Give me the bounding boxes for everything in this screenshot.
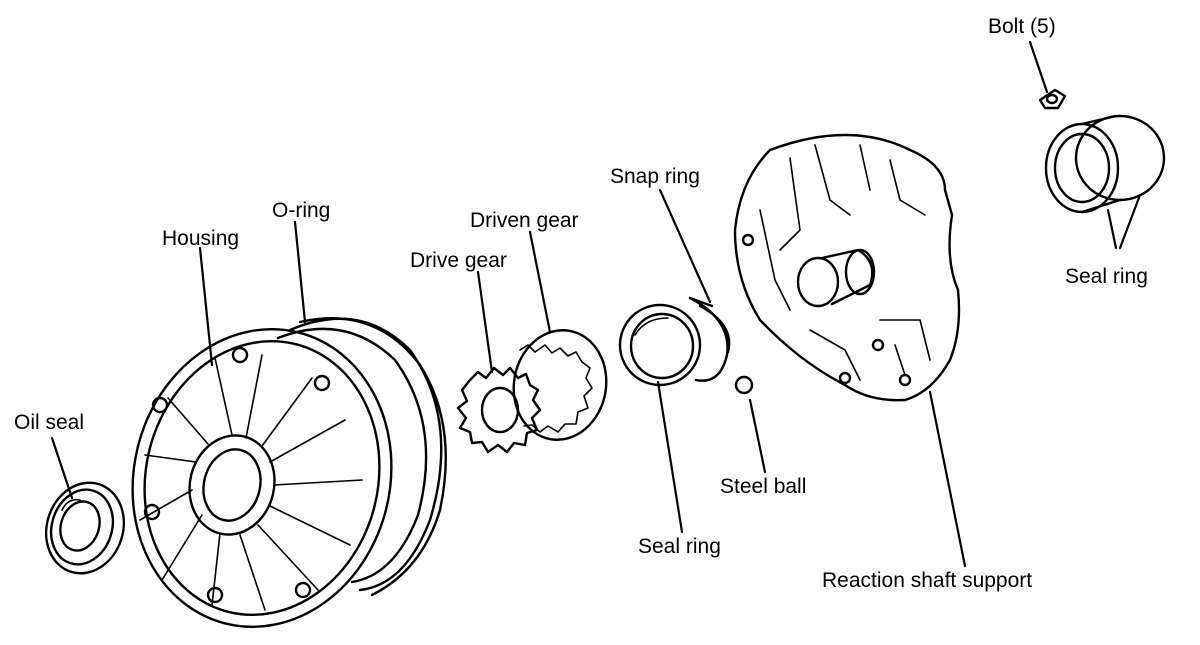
steel-ball-part <box>734 375 754 395</box>
leader-o-ring <box>293 220 307 324</box>
snap-ring-part <box>688 296 731 382</box>
drive-gear-part <box>456 366 542 454</box>
label-drive-gear: Drive gear <box>410 249 507 272</box>
leader-seal-ring-bottom <box>656 380 684 534</box>
leader-seal-ring-top-b <box>1118 193 1142 250</box>
label-bolt: Bolt (5) <box>988 15 1056 38</box>
leader-oil-seal <box>50 436 74 500</box>
leader-drive-gear <box>476 270 494 374</box>
o-ring-part <box>298 317 447 597</box>
label-housing: Housing <box>162 227 240 250</box>
leader-snap-ring <box>658 188 712 304</box>
leader-seal-ring-top-a <box>1106 208 1118 250</box>
seal-ring-lower-part <box>618 303 702 387</box>
leader-driven-gear <box>528 230 552 334</box>
bolt-part <box>1038 88 1067 110</box>
driven-gear-part <box>512 329 608 441</box>
leader-bolt <box>1028 40 1049 94</box>
seal-ring-upper-part <box>1044 114 1166 214</box>
housing-part <box>131 317 443 629</box>
reaction-shaft-support-part <box>733 133 961 402</box>
leader-lines <box>50 40 1142 568</box>
label-reaction-shaft-support: Reaction shaft support <box>822 569 1033 592</box>
leader-steel-ball <box>748 398 767 474</box>
leader-housing <box>198 246 214 367</box>
label-o-ring: O-ring <box>272 199 331 222</box>
leader-reaction-shaft-support <box>928 390 967 568</box>
oil-seal-part <box>44 481 126 575</box>
label-snap-ring: Snap ring <box>610 165 700 188</box>
label-oil-seal: Oil seal <box>14 411 85 434</box>
label-seal-ring-top: Seal ring <box>1065 265 1148 288</box>
label-steel-ball: Steel ball <box>720 475 807 498</box>
label-driven-gear: Driven gear <box>470 209 579 232</box>
label-seal-ring-bottom: Seal ring <box>638 535 721 558</box>
